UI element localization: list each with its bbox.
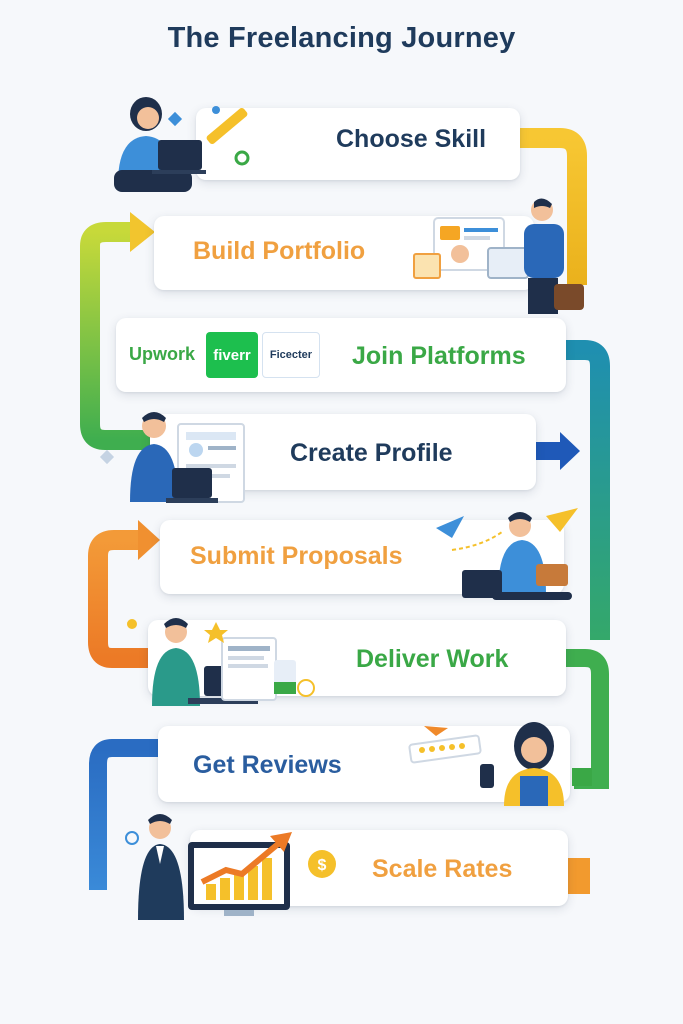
man-deliver-illustration <box>127 618 315 706</box>
step-label-build-portfolio: Build Portfolio <box>193 237 366 265</box>
connector-7 <box>89 739 158 890</box>
man-profile-illustration <box>99 412 245 503</box>
man-portfolio-illustration <box>413 198 584 314</box>
connector-3 <box>565 340 610 640</box>
connector-5 <box>88 530 150 668</box>
woman-laptop-illustration <box>114 97 250 192</box>
step-label-get-reviews: Get Reviews <box>193 751 342 779</box>
connector-6 <box>566 649 609 789</box>
woman-reviews-illustration <box>408 722 592 806</box>
man-proposals-illustration <box>436 508 578 600</box>
connector-4-arrowhead <box>535 432 580 470</box>
connector-2 <box>80 222 150 450</box>
fiverr-logo: fiverr <box>206 332 258 378</box>
fiverr-logo-text: fiverr <box>213 346 251 364</box>
upwork-logo: Upwork <box>122 334 202 374</box>
step-label-join-platforms: Join Platforms <box>352 342 526 370</box>
step-card-get-reviews <box>158 726 570 802</box>
step-label-choose-skill: Choose Skill <box>336 125 487 153</box>
page-title: The Freelancing Journey <box>167 22 516 54</box>
connector-2-arrowhead <box>130 212 155 252</box>
step-label-scale-rates: Scale Rates <box>372 855 513 883</box>
freelancer-logo: Ficecter <box>262 332 320 378</box>
connector-1 <box>520 128 587 285</box>
connector-5-arrowhead <box>138 520 160 560</box>
step-card-choose-skill <box>196 108 520 180</box>
step-label-deliver-work: Deliver Work <box>356 645 509 673</box>
step-label-create-profile: Create Profile <box>290 439 453 467</box>
svg-text:$: $ <box>318 857 327 874</box>
man-growth-chart-illustration: $ <box>125 814 336 920</box>
step-label-submit-proposals: Submit Proposals <box>190 542 403 570</box>
freelancer-logo-text: Ficecter <box>269 349 313 361</box>
upwork-logo-text: Upwork <box>128 343 195 364</box>
connector-8-tab <box>566 858 590 894</box>
